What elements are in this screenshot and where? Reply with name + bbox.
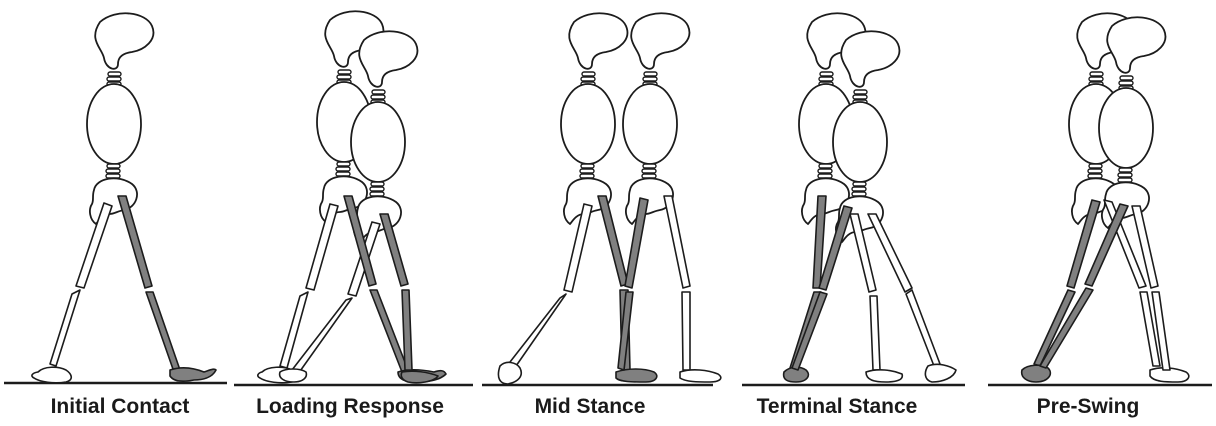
figure-loading-response bbox=[258, 11, 446, 382]
figure-initial-contact bbox=[32, 13, 216, 382]
ground-lines bbox=[4, 383, 1212, 385]
figure-pre-swing bbox=[1022, 13, 1189, 382]
phase-label-terminal-stance: Terminal Stance bbox=[712, 392, 962, 422]
phase-label-loading-response: Loading Response bbox=[232, 392, 468, 422]
figure-mid-stance bbox=[498, 13, 720, 384]
phase-label-initial-contact: Initial Contact bbox=[20, 392, 220, 422]
figure-terminal-stance bbox=[784, 13, 956, 382]
phase-label-pre-swing: Pre-Swing bbox=[978, 392, 1198, 422]
phase-label-mid-stance: Mid Stance bbox=[480, 392, 700, 422]
